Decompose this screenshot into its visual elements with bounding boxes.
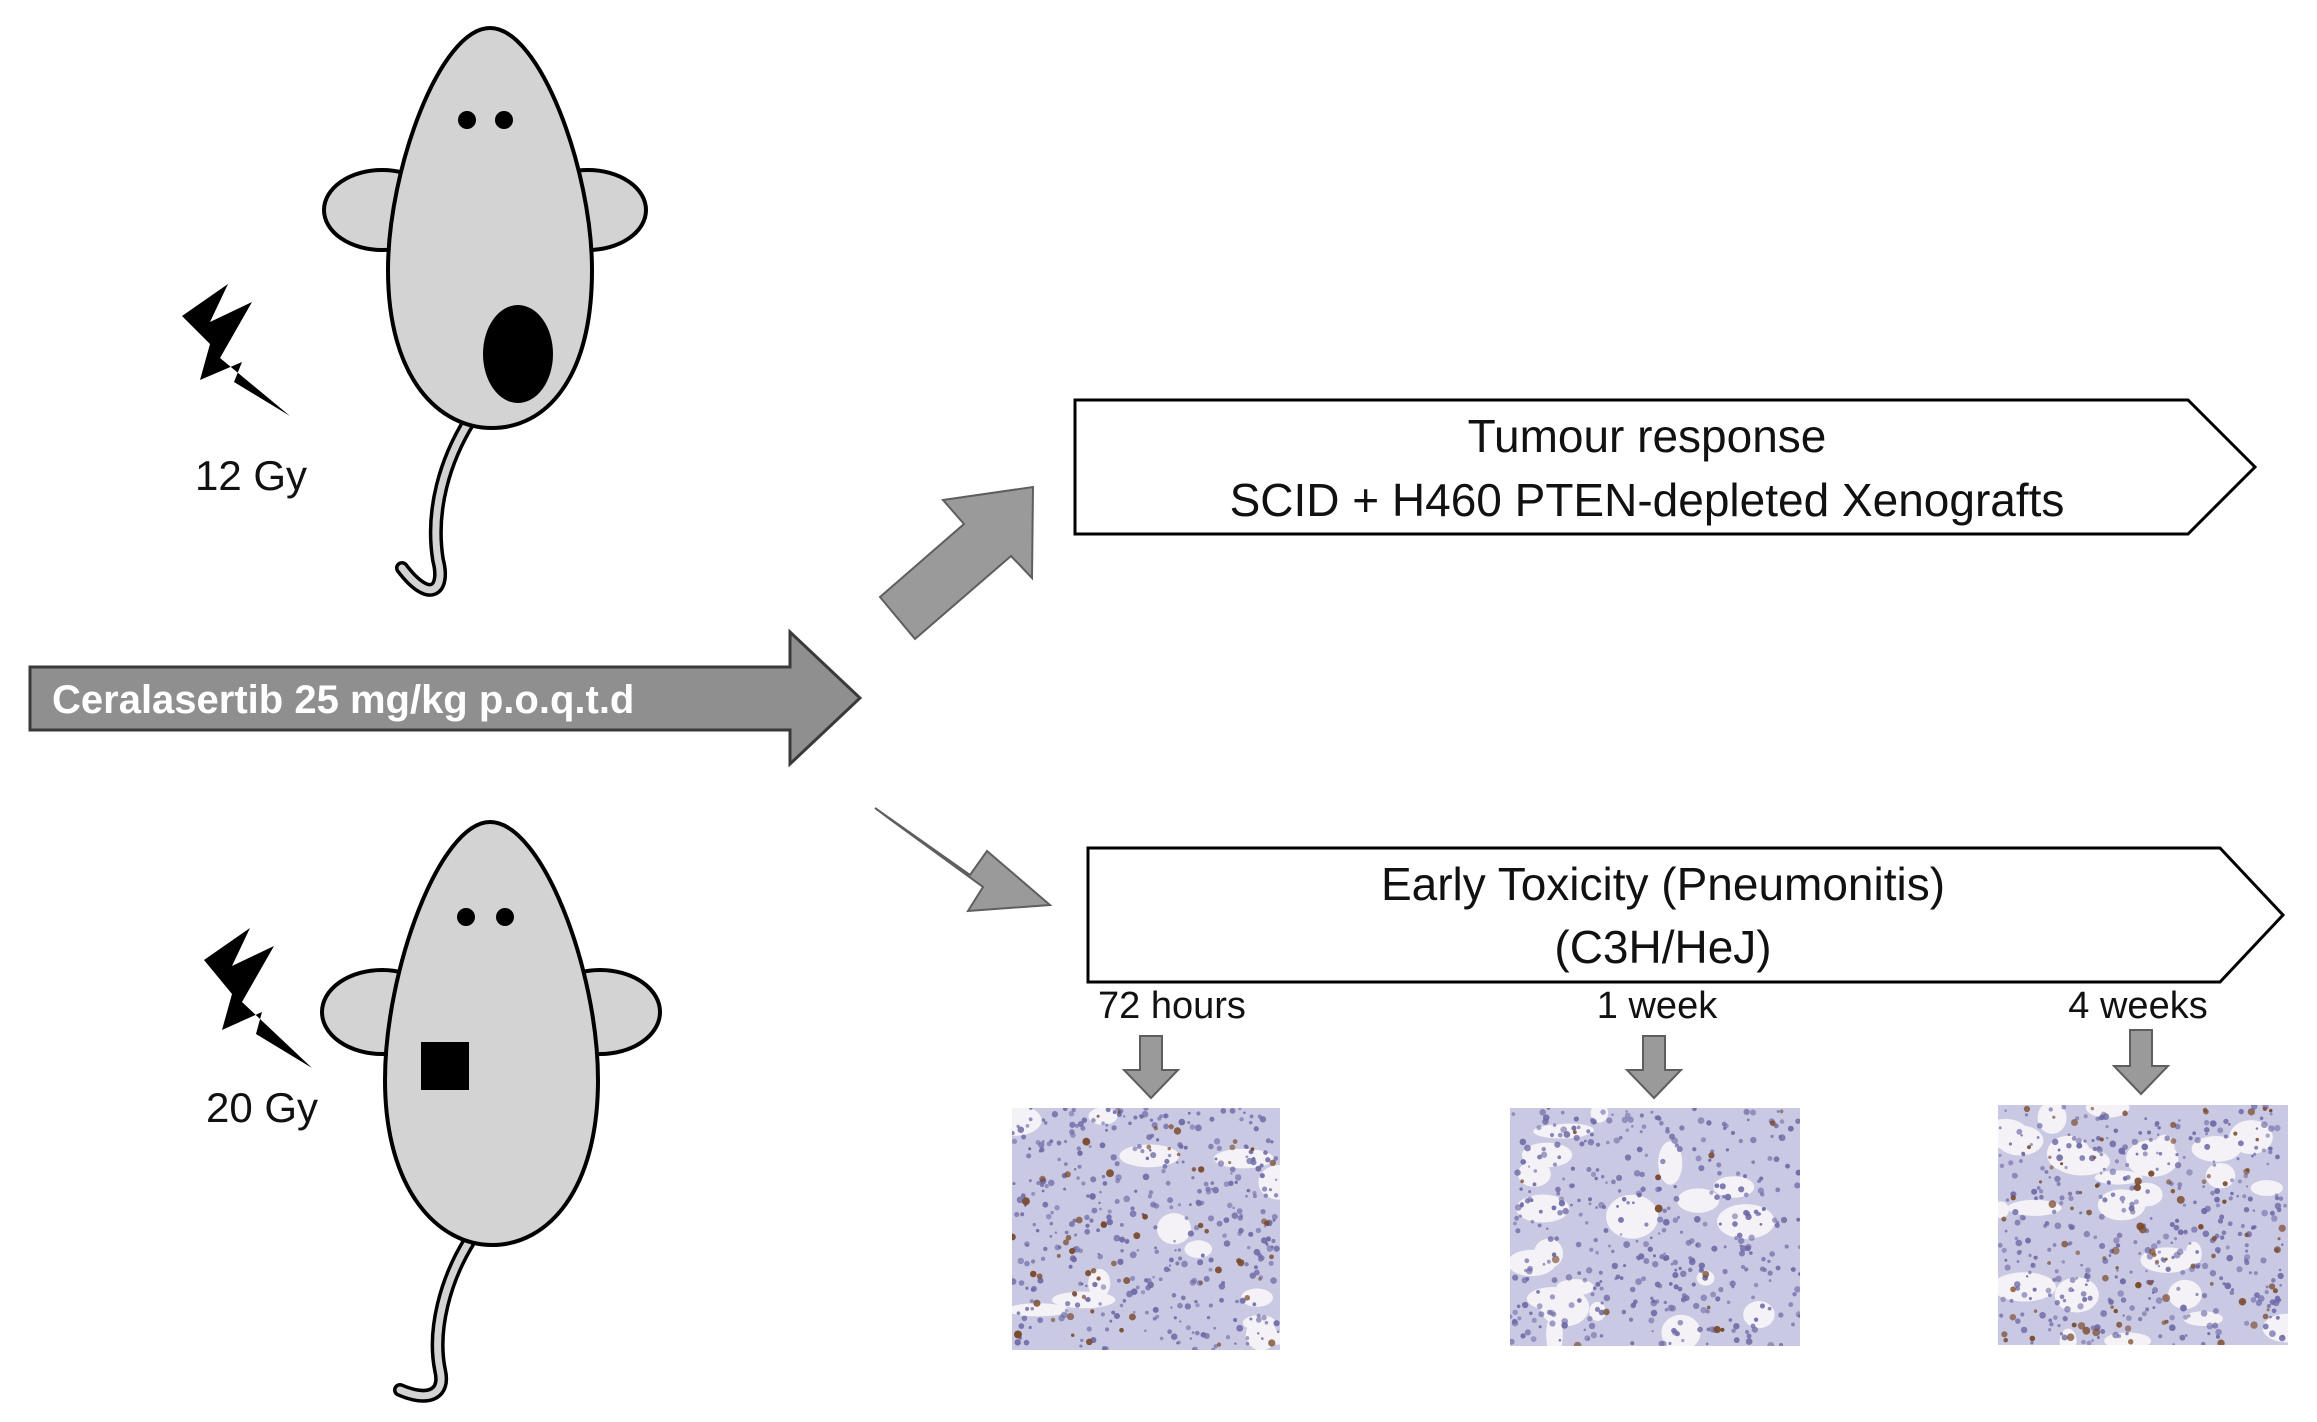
top-lightning-bolt-icon (182, 284, 290, 416)
down-arrow-1-week (1624, 1035, 1684, 1100)
top-mouse-left-eye (458, 111, 476, 129)
timepoint-label-1-week: 1 week (1597, 985, 1718, 1027)
timepoint-label-72-hours: 72 hours (1098, 985, 1246, 1027)
timepoint-label-4-weeks: 4 weeks (2068, 985, 2207, 1027)
top-mouse-right-eye (495, 111, 513, 129)
toxicity-strain-label: (C3H/HeJ) (1554, 921, 1771, 973)
down-arrow-4-weeks (2111, 1029, 2171, 1096)
top-mouse-icon (322, 25, 648, 597)
tumour-marker (483, 305, 553, 403)
down-arrow-72-hours (1121, 1035, 1181, 1100)
lung-histology-image-72-hours (1012, 1108, 1280, 1350)
thorax-irradiation-field (421, 1042, 469, 1090)
top-dose-label: 12 Gy (195, 452, 307, 499)
tumour-model-label: SCID + H460 PTEN-depleted Xenografts (1230, 474, 2065, 526)
drug-label: Ceralasertib 25 mg/kg p.o.q.t.d (52, 678, 634, 722)
toxicity-box: Early Toxicity (Pneumonitis) (C3H/HeJ) (1086, 846, 2286, 984)
bottom-dose-label: 20 Gy (206, 1084, 318, 1131)
bottom-mouse-right-eye (496, 908, 514, 926)
toxicity-title: Early Toxicity (Pneumonitis) (1381, 858, 1945, 910)
lung-histology-image-4-weeks (1998, 1105, 2288, 1345)
lung-histology-image-1-week (1510, 1108, 1800, 1346)
top-mouse-tail-inner (398, 416, 474, 594)
bottom-mouse-icon (320, 819, 662, 1403)
bottom-mouse-body (382, 819, 601, 1248)
bottom-mouse-left-eye (457, 908, 475, 926)
down-right-arrow (874, 807, 1053, 913)
bottom-mouse-tail-inner (396, 1236, 474, 1400)
ceralasertib-arrow: Ceralasertib 25 mg/kg p.o.q.t.d (28, 628, 863, 768)
tumour-response-box: Tumour response SCID + H460 PTEN-deplete… (1073, 398, 2258, 536)
tumour-response-title: Tumour response (1468, 410, 1827, 462)
bottom-lightning-bolt-icon (204, 928, 312, 1068)
up-right-arrow (878, 485, 1035, 641)
